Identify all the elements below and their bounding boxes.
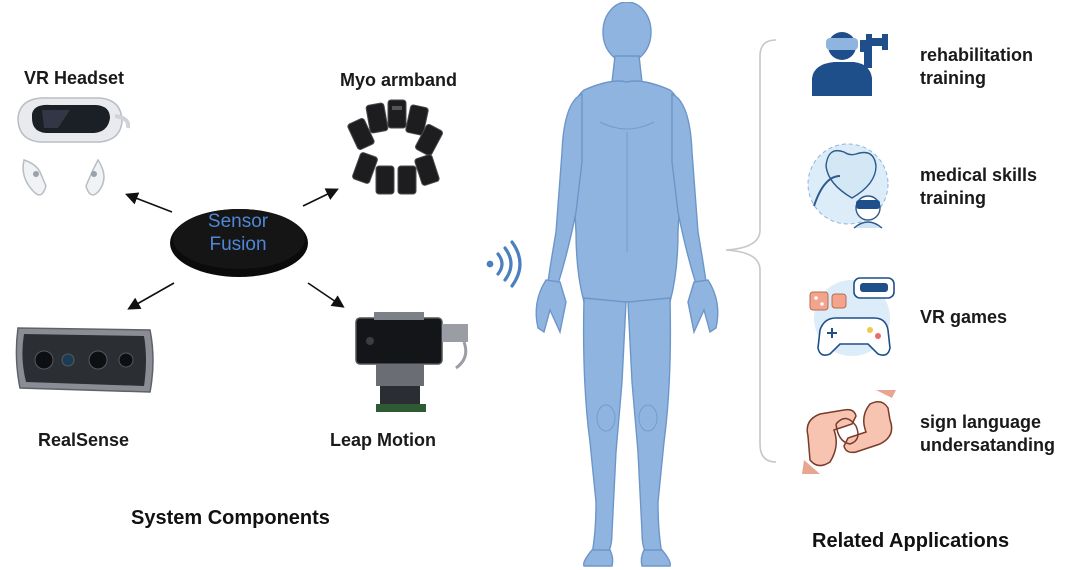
application-line2: undersatanding xyxy=(920,434,1055,457)
realsense-image xyxy=(10,318,160,398)
human-body-figure xyxy=(522,2,732,567)
arrow-to-leap xyxy=(308,283,342,306)
myo-armband-image xyxy=(346,92,446,202)
application-line2: training xyxy=(920,187,1037,210)
application-label-medical: medical skills training xyxy=(920,164,1037,210)
vr-headset-image xyxy=(10,88,130,218)
vr-headset-label: VR Headset xyxy=(24,68,124,89)
application-label-vr-games: VR games xyxy=(920,306,1007,329)
application-line1: sign language xyxy=(920,411,1055,434)
arrow-to-realsense xyxy=(130,283,174,308)
application-line2: training xyxy=(920,67,1033,90)
leap-motion-label: Leap Motion xyxy=(330,430,436,451)
application-label-sign-language: sign language undersatanding xyxy=(920,411,1055,457)
rehabilitation-icon xyxy=(806,26,890,98)
system-components-title: System Components xyxy=(131,507,330,530)
sensor-fusion-label: Sensor Fusion xyxy=(172,210,304,256)
sensor-fusion-line2: Fusion xyxy=(172,233,304,256)
applications-bracket xyxy=(720,34,780,474)
myo-armband-label: Myo armband xyxy=(340,70,457,91)
sensor-fusion-line1: Sensor xyxy=(172,210,304,233)
realsense-label: RealSense xyxy=(38,430,129,451)
related-applications-title: Related Applications xyxy=(812,530,1009,553)
leap-motion-image xyxy=(346,308,476,418)
vr-games-icon xyxy=(806,272,898,362)
sign-language-icon xyxy=(800,390,896,474)
medical-training-icon xyxy=(804,136,894,232)
application-line1: medical skills xyxy=(920,164,1037,187)
application-label-rehabilitation: rehabilitation training xyxy=(920,44,1033,90)
application-line1: VR games xyxy=(920,306,1007,329)
application-line1: rehabilitation xyxy=(920,44,1033,67)
